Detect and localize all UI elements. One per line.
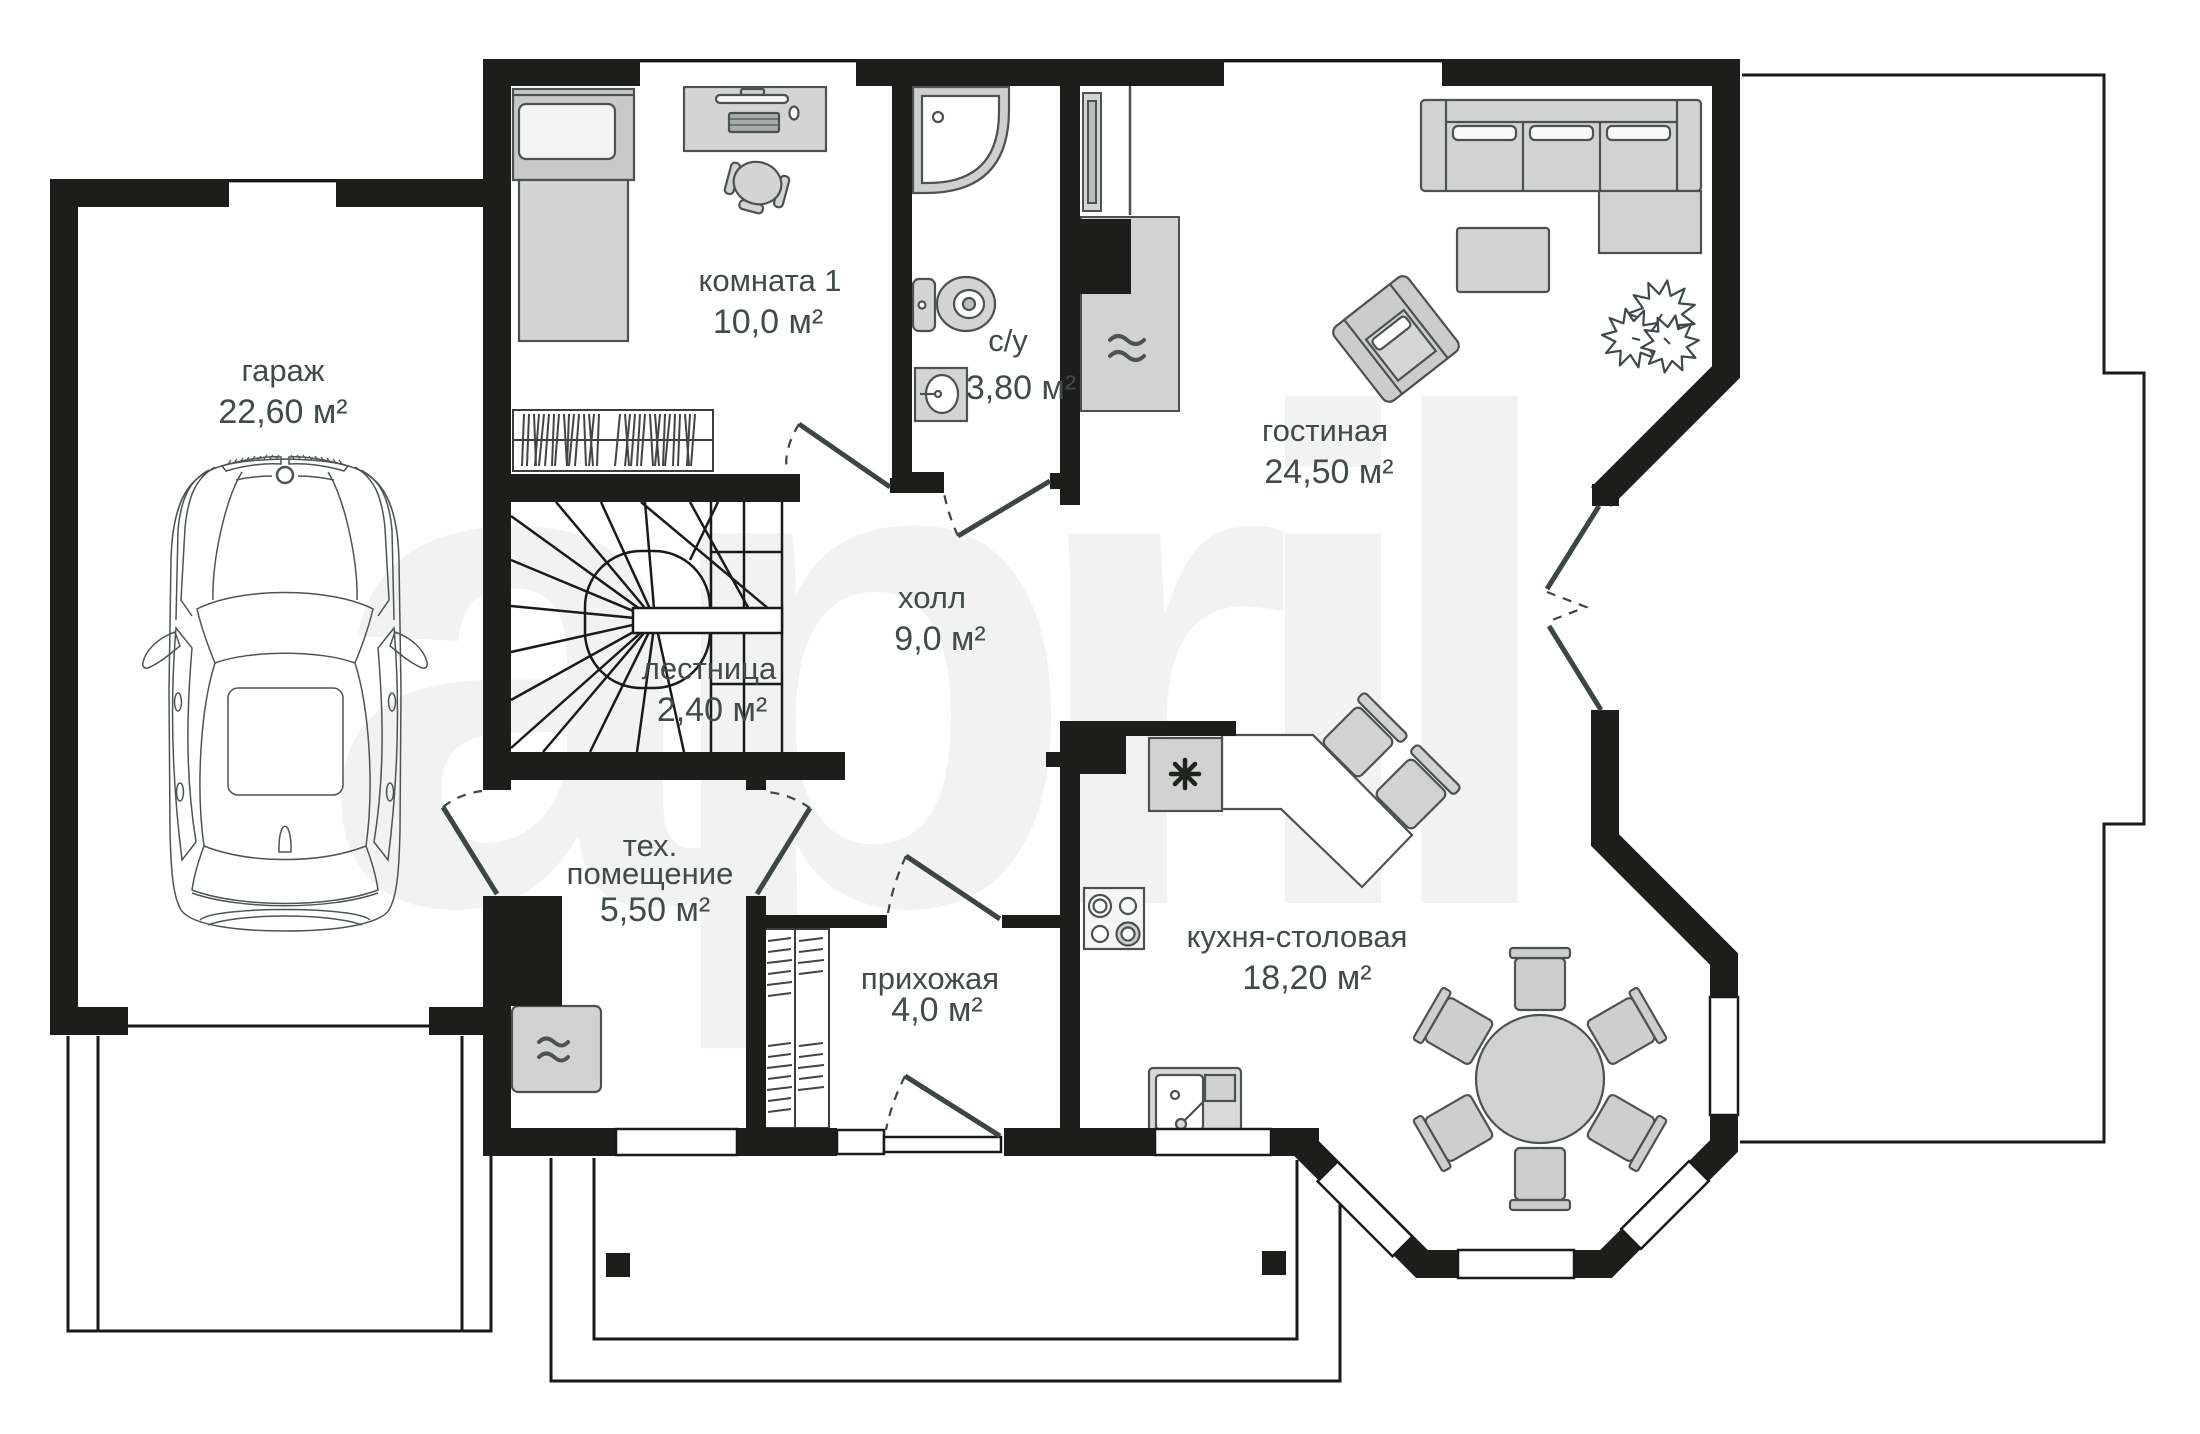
svg-text:комната 1: комната 1 bbox=[698, 263, 841, 298]
svg-text:24,50 м²: 24,50 м² bbox=[1264, 453, 1393, 491]
svg-text:кухня-столовая: кухня-столовая bbox=[1187, 919, 1408, 954]
svg-text:с/у: с/у bbox=[988, 323, 1028, 358]
svg-text:22,60 м²: 22,60 м² bbox=[218, 393, 347, 431]
svg-text:4,0 м²: 4,0 м² bbox=[891, 991, 982, 1029]
svg-text:3,80 м²: 3,80 м² bbox=[966, 369, 1076, 407]
svg-text:прихожая: прихожая bbox=[861, 961, 999, 996]
svg-text:помещение: помещение bbox=[567, 856, 734, 891]
svg-text:холл: холл bbox=[898, 580, 966, 615]
svg-text:лестница: лестница bbox=[642, 651, 777, 686]
svg-text:10,0 м²: 10,0 м² bbox=[713, 303, 823, 341]
svg-text:2,40 м²: 2,40 м² bbox=[657, 691, 767, 729]
svg-text:5,50 м²: 5,50 м² bbox=[600, 891, 710, 929]
svg-text:гараж: гараж bbox=[241, 353, 324, 388]
svg-text:гостиная: гостиная bbox=[1262, 413, 1388, 448]
svg-text:18,20 м²: 18,20 м² bbox=[1242, 959, 1371, 997]
svg-text:тех.: тех. bbox=[623, 828, 678, 863]
svg-text:9,0 м²: 9,0 м² bbox=[894, 620, 985, 658]
